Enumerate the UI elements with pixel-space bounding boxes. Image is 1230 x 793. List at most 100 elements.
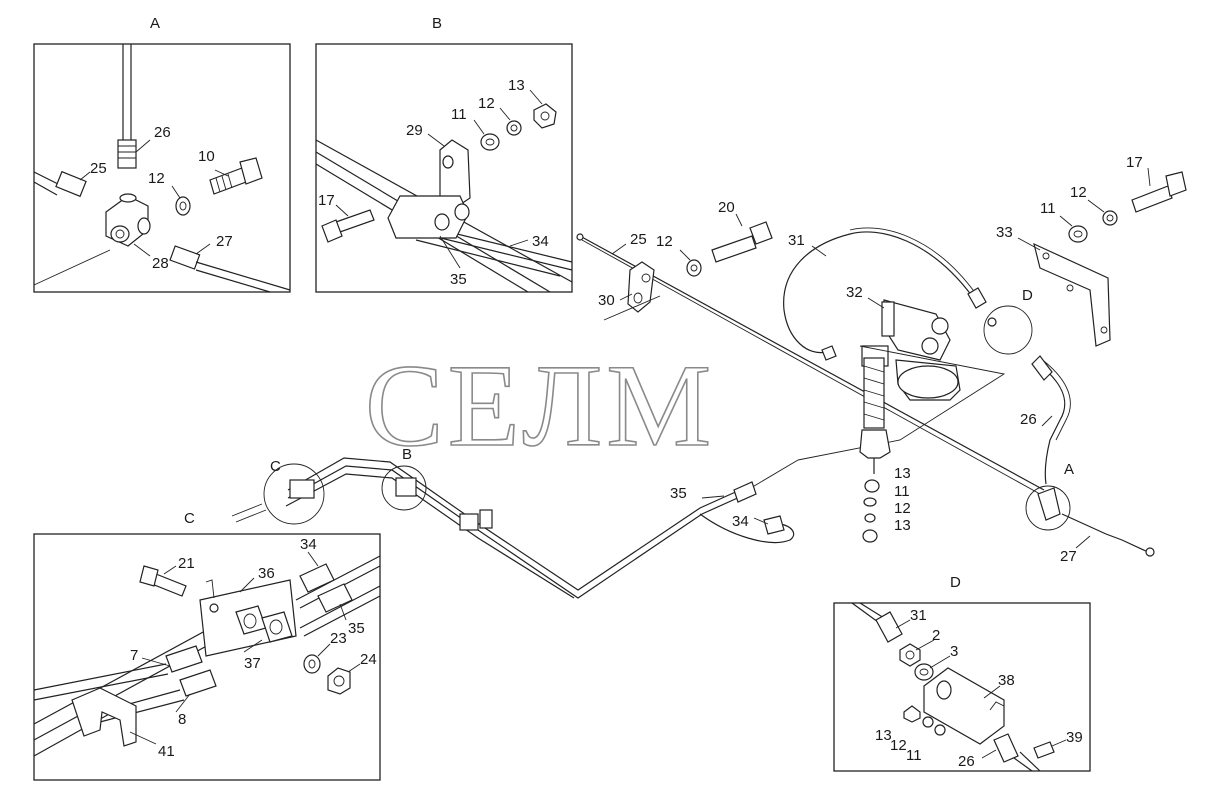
label-c-23: 23: [330, 630, 347, 647]
label-main-c: C: [270, 458, 281, 475]
detail-c-frame: [33, 533, 381, 781]
detail-view-a: A 26 25 10 12 27: [33, 15, 291, 293]
label-main-25: 25: [630, 231, 647, 248]
fitting-26d: [993, 733, 1019, 763]
label-main-12-stack: 12: [894, 500, 911, 517]
label-main-b: B: [402, 446, 412, 463]
callout-circle-a: [1025, 485, 1071, 531]
washer-12-main: [686, 259, 702, 277]
label-a-10: 10: [198, 148, 215, 165]
washer-11-main: [863, 497, 877, 507]
callout-circle-b: [381, 465, 427, 511]
label-main-13: 13: [894, 465, 911, 482]
fitting-7: [165, 645, 203, 673]
label-c-24: 24: [360, 651, 377, 668]
label-main-32: 32: [846, 284, 863, 301]
label-main-34: 34: [732, 513, 749, 530]
label-d-26: 26: [958, 753, 975, 770]
detail-a-frame: [33, 43, 291, 293]
washer-3: [914, 663, 934, 681]
nut-37: [261, 611, 293, 643]
brake-line-main: [287, 457, 741, 591]
label-a-25: 25: [90, 160, 107, 177]
label-c-21: 21: [178, 555, 195, 572]
label-c-36: 36: [258, 565, 275, 582]
label-b-35: 35: [450, 271, 467, 288]
washer-12: [175, 196, 191, 216]
label-c-8: 8: [178, 711, 186, 728]
callout-circle-c: [263, 463, 325, 525]
nut-2: [899, 643, 921, 667]
label-d-3: 3: [950, 643, 958, 660]
detail-b-frame: [315, 43, 573, 293]
label-d-12: 12: [890, 737, 907, 754]
washer-12b: [506, 120, 522, 136]
label-d-39: 39: [1066, 729, 1083, 746]
label-d-11: 11: [906, 747, 922, 764]
callout-circle-d: [983, 305, 1033, 355]
washer-12d: [922, 716, 934, 728]
label-main-26: 26: [1020, 411, 1037, 428]
rod-25: [579, 235, 1045, 491]
label-b-13: 13: [508, 77, 525, 94]
detail-c-title: C: [184, 510, 195, 527]
fitting-25: [55, 170, 87, 198]
label-main-27: 27: [1060, 548, 1077, 565]
pipe-31: [783, 231, 973, 354]
label-main-20: 20: [718, 199, 735, 216]
label-a-28: 28: [152, 255, 169, 272]
detail-d-frame: [833, 602, 1091, 772]
washer-11: [480, 133, 500, 151]
label-main-33: 33: [996, 224, 1013, 241]
washer-11-top: [1068, 225, 1088, 243]
label-b-11: 11: [451, 106, 467, 123]
label-b-12: 12: [478, 95, 495, 112]
label-main-35: 35: [670, 485, 687, 502]
main-assembly: 25 12 20 31 30 32 33 11 12 17 D 26 A 27 …: [231, 154, 1187, 599]
detail-d-title: D: [950, 574, 961, 591]
nut-13d: [903, 705, 921, 723]
label-main-30: 30: [598, 292, 615, 309]
bolt-17-top: [1131, 185, 1173, 213]
pipe-26: [1035, 361, 1066, 485]
label-main-a: A: [1064, 461, 1074, 478]
bracket-41: [71, 687, 137, 747]
bracket-33: [1033, 242, 1111, 347]
watermark-text: СЕЛМ: [365, 340, 715, 471]
label-a-26: 26: [154, 124, 171, 141]
nut-24: [327, 667, 351, 695]
nut-13-bottom: [862, 529, 878, 543]
bolt-21: [151, 573, 187, 597]
label-b-34: 34: [532, 233, 549, 250]
detail-view-c: C: [33, 510, 381, 781]
fitting-8: [179, 669, 217, 697]
label-main-d: D: [1022, 287, 1033, 304]
label-main-11-stack: 11: [894, 483, 910, 500]
detail-a-title: A: [150, 15, 160, 32]
label-c-35: 35: [348, 620, 365, 637]
label-c-34: 34: [300, 536, 317, 553]
washer-12-stack: [864, 513, 876, 523]
label-main-17: 17: [1126, 154, 1143, 171]
fitting-35: [317, 583, 353, 613]
label-b-17: 17: [318, 192, 335, 209]
nut-13-main: [864, 479, 880, 493]
washer-12-top: [1102, 210, 1118, 226]
label-c-37: 37: [244, 655, 261, 672]
label-d-2: 2: [932, 627, 940, 644]
pipe-34: [699, 513, 795, 544]
washer-23: [303, 654, 321, 674]
pipe-27: [1061, 513, 1149, 553]
label-d-38: 38: [998, 672, 1015, 689]
bolt-39: [1033, 741, 1055, 759]
bolt-10: [209, 167, 247, 195]
fitting-27: [169, 245, 201, 270]
label-main-12: 12: [656, 233, 673, 250]
detail-view-d: D 31 2 3 38 13 12 11 26: [833, 574, 1091, 772]
bolt-20: [711, 235, 757, 263]
washer-11d: [934, 724, 946, 736]
label-a-12: 12: [148, 170, 165, 187]
label-main-31: 31: [788, 232, 805, 249]
